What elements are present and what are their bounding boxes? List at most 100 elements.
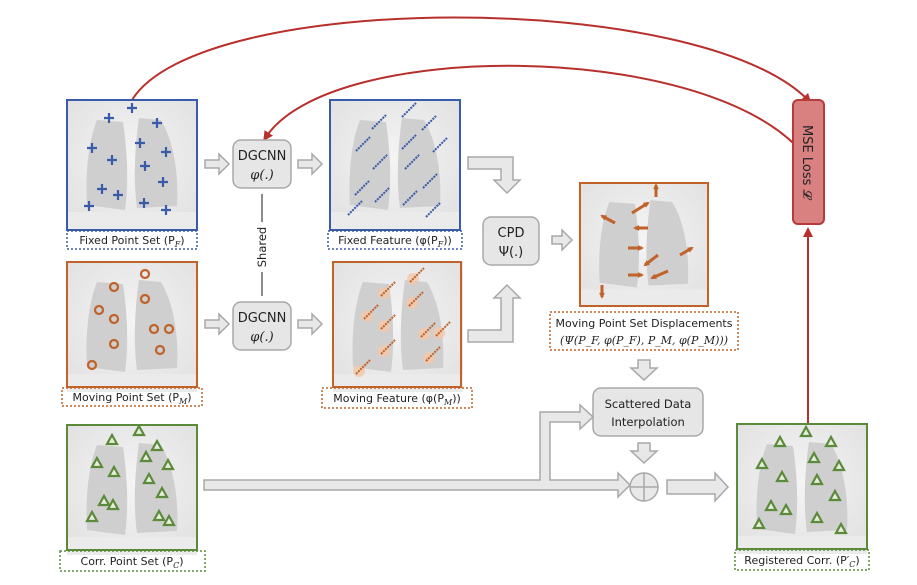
circle-marker — [154, 344, 166, 356]
circle-marker — [139, 268, 151, 280]
arrow-fixed-feature-to-cpd — [467, 156, 522, 195]
plus-marker — [84, 201, 94, 211]
cpd-func: Ψ(.) — [499, 245, 524, 260]
displacement-arrowhead — [600, 215, 607, 221]
dgcnn-bottom-title: DGCNN — [238, 311, 287, 326]
plus-marker — [87, 143, 97, 153]
cpd-title: CPD — [498, 226, 525, 241]
feature-marker — [371, 114, 387, 130]
svg-text:Fixed Point Set (PF): Fixed Point Set (PF) — [79, 234, 184, 249]
plus-marker — [158, 177, 168, 187]
dgcnn-top-title: DGCNN — [238, 149, 287, 164]
feature-marker — [355, 359, 371, 375]
plus-markers — [84, 103, 171, 215]
moving-feature-panel — [332, 261, 463, 392]
feature-marker — [347, 200, 363, 216]
triangle-marker — [810, 510, 824, 524]
mse-loss-block: MSE Loss 𝓛 — [792, 99, 825, 225]
sum-node — [629, 472, 659, 502]
interpolation-subtitle: Interpolation — [611, 415, 685, 429]
circle-marker — [108, 338, 120, 350]
feature-marker — [372, 154, 388, 170]
arrow-moving-to-dgcnn — [204, 312, 231, 336]
fixed-feature-markers — [347, 102, 448, 218]
displacement-arrowhead — [637, 272, 644, 278]
triangle-marker — [799, 424, 813, 438]
triangle-marker — [824, 434, 838, 448]
interpolation-title: Scattered Data — [605, 397, 692, 411]
displacement-arrowhead — [650, 273, 657, 279]
triangle-marker — [155, 485, 169, 499]
triangle-marker — [832, 458, 846, 472]
displacement-arrowhead — [599, 292, 605, 299]
svg-text:Corr. Point Set (PC): Corr. Point Set (PC) — [81, 555, 184, 570]
displacements-caption: Moving Point Set Displacements (Ψ(P_F, φ… — [549, 311, 739, 351]
triangle-marker — [90, 455, 104, 469]
triangle-marker — [834, 521, 848, 535]
dgcnn-bottom-func: φ(.) — [250, 330, 273, 345]
circle-marker — [93, 304, 105, 316]
feature-marker — [380, 339, 396, 355]
triangle-marker — [97, 493, 111, 507]
feature-marker — [404, 154, 420, 170]
arrow-displacements-to-interpolation — [629, 359, 659, 382]
feature-marker — [409, 267, 425, 283]
plus-marker — [161, 147, 171, 157]
feature-marker — [408, 291, 424, 307]
plus-marker — [140, 161, 150, 171]
corr-point-set-caption: Corr. Point Set (PC) — [59, 550, 206, 572]
displacement-arrowhead — [643, 260, 650, 267]
circle-marker — [163, 323, 175, 335]
feature-marker — [421, 115, 437, 131]
triangle-marker — [85, 509, 99, 523]
plus-marker — [104, 113, 114, 123]
displacement-arrowhead — [633, 225, 640, 231]
triangle-marker — [810, 472, 824, 486]
circle-marker — [108, 313, 120, 325]
feature-marker — [355, 136, 371, 152]
registered-triangle-markers — [752, 424, 848, 535]
feature-marker — [432, 137, 448, 153]
feature-marker — [422, 173, 438, 189]
circle-marker — [108, 281, 120, 293]
feedback-arrow-loss-to-dgcnn — [263, 64, 801, 151]
circle-marker — [148, 323, 160, 335]
registered-corr-panel — [736, 423, 868, 554]
triangle-marker — [162, 513, 176, 527]
feature-marker — [425, 346, 441, 362]
corr-point-set-panel — [66, 423, 198, 555]
plus-marker — [97, 184, 107, 194]
plus-marker — [139, 198, 149, 208]
svg-text:(Ψ(P_F, φ(P_F), P_M, φ(P_M))): (Ψ(P_F, φ(P_F), P_M, φ(P_M))) — [560, 334, 728, 347]
displacement-arrowhead — [637, 245, 644, 251]
dgcnn-bottom-block: DGCNN φ(.) — [232, 301, 292, 351]
arrow-corr-to-sum-and-interpolation — [203, 403, 632, 499]
feature-marker — [402, 190, 418, 206]
triangle-marker — [105, 432, 119, 446]
moving-point-set-caption: Moving Point Set (PM) — [61, 387, 203, 407]
arrow-fixed-to-dgcnn — [204, 152, 231, 176]
feature-marker — [420, 322, 436, 338]
triangle-marker — [139, 449, 153, 463]
arrow-dgcnn-to-fixed-feature — [297, 152, 324, 176]
feature-marker — [363, 304, 379, 320]
triangle-marker — [107, 464, 121, 478]
feature-marker — [435, 321, 451, 337]
triangle-marker — [779, 502, 793, 516]
triangle-markers — [85, 423, 176, 527]
triangle-marker — [152, 508, 166, 522]
triangle-marker — [752, 516, 766, 530]
registered-corr-caption: Registered Corr. (P′C) — [734, 549, 870, 571]
plus-marker — [135, 138, 145, 148]
plus-marker — [113, 190, 123, 200]
triangle-marker — [807, 450, 821, 464]
displacement-arrowhead — [687, 246, 694, 253]
triangle-marker — [161, 457, 175, 471]
arrow-cpd-to-displacements — [551, 228, 574, 252]
feature-marker — [374, 187, 390, 203]
circle-markers — [86, 268, 175, 371]
fixed-feature-caption: Fixed Feature (φ(PF)) — [327, 230, 463, 250]
interpolation-block: Scattered Data Interpolation — [592, 387, 704, 437]
feature-marker — [401, 102, 417, 118]
